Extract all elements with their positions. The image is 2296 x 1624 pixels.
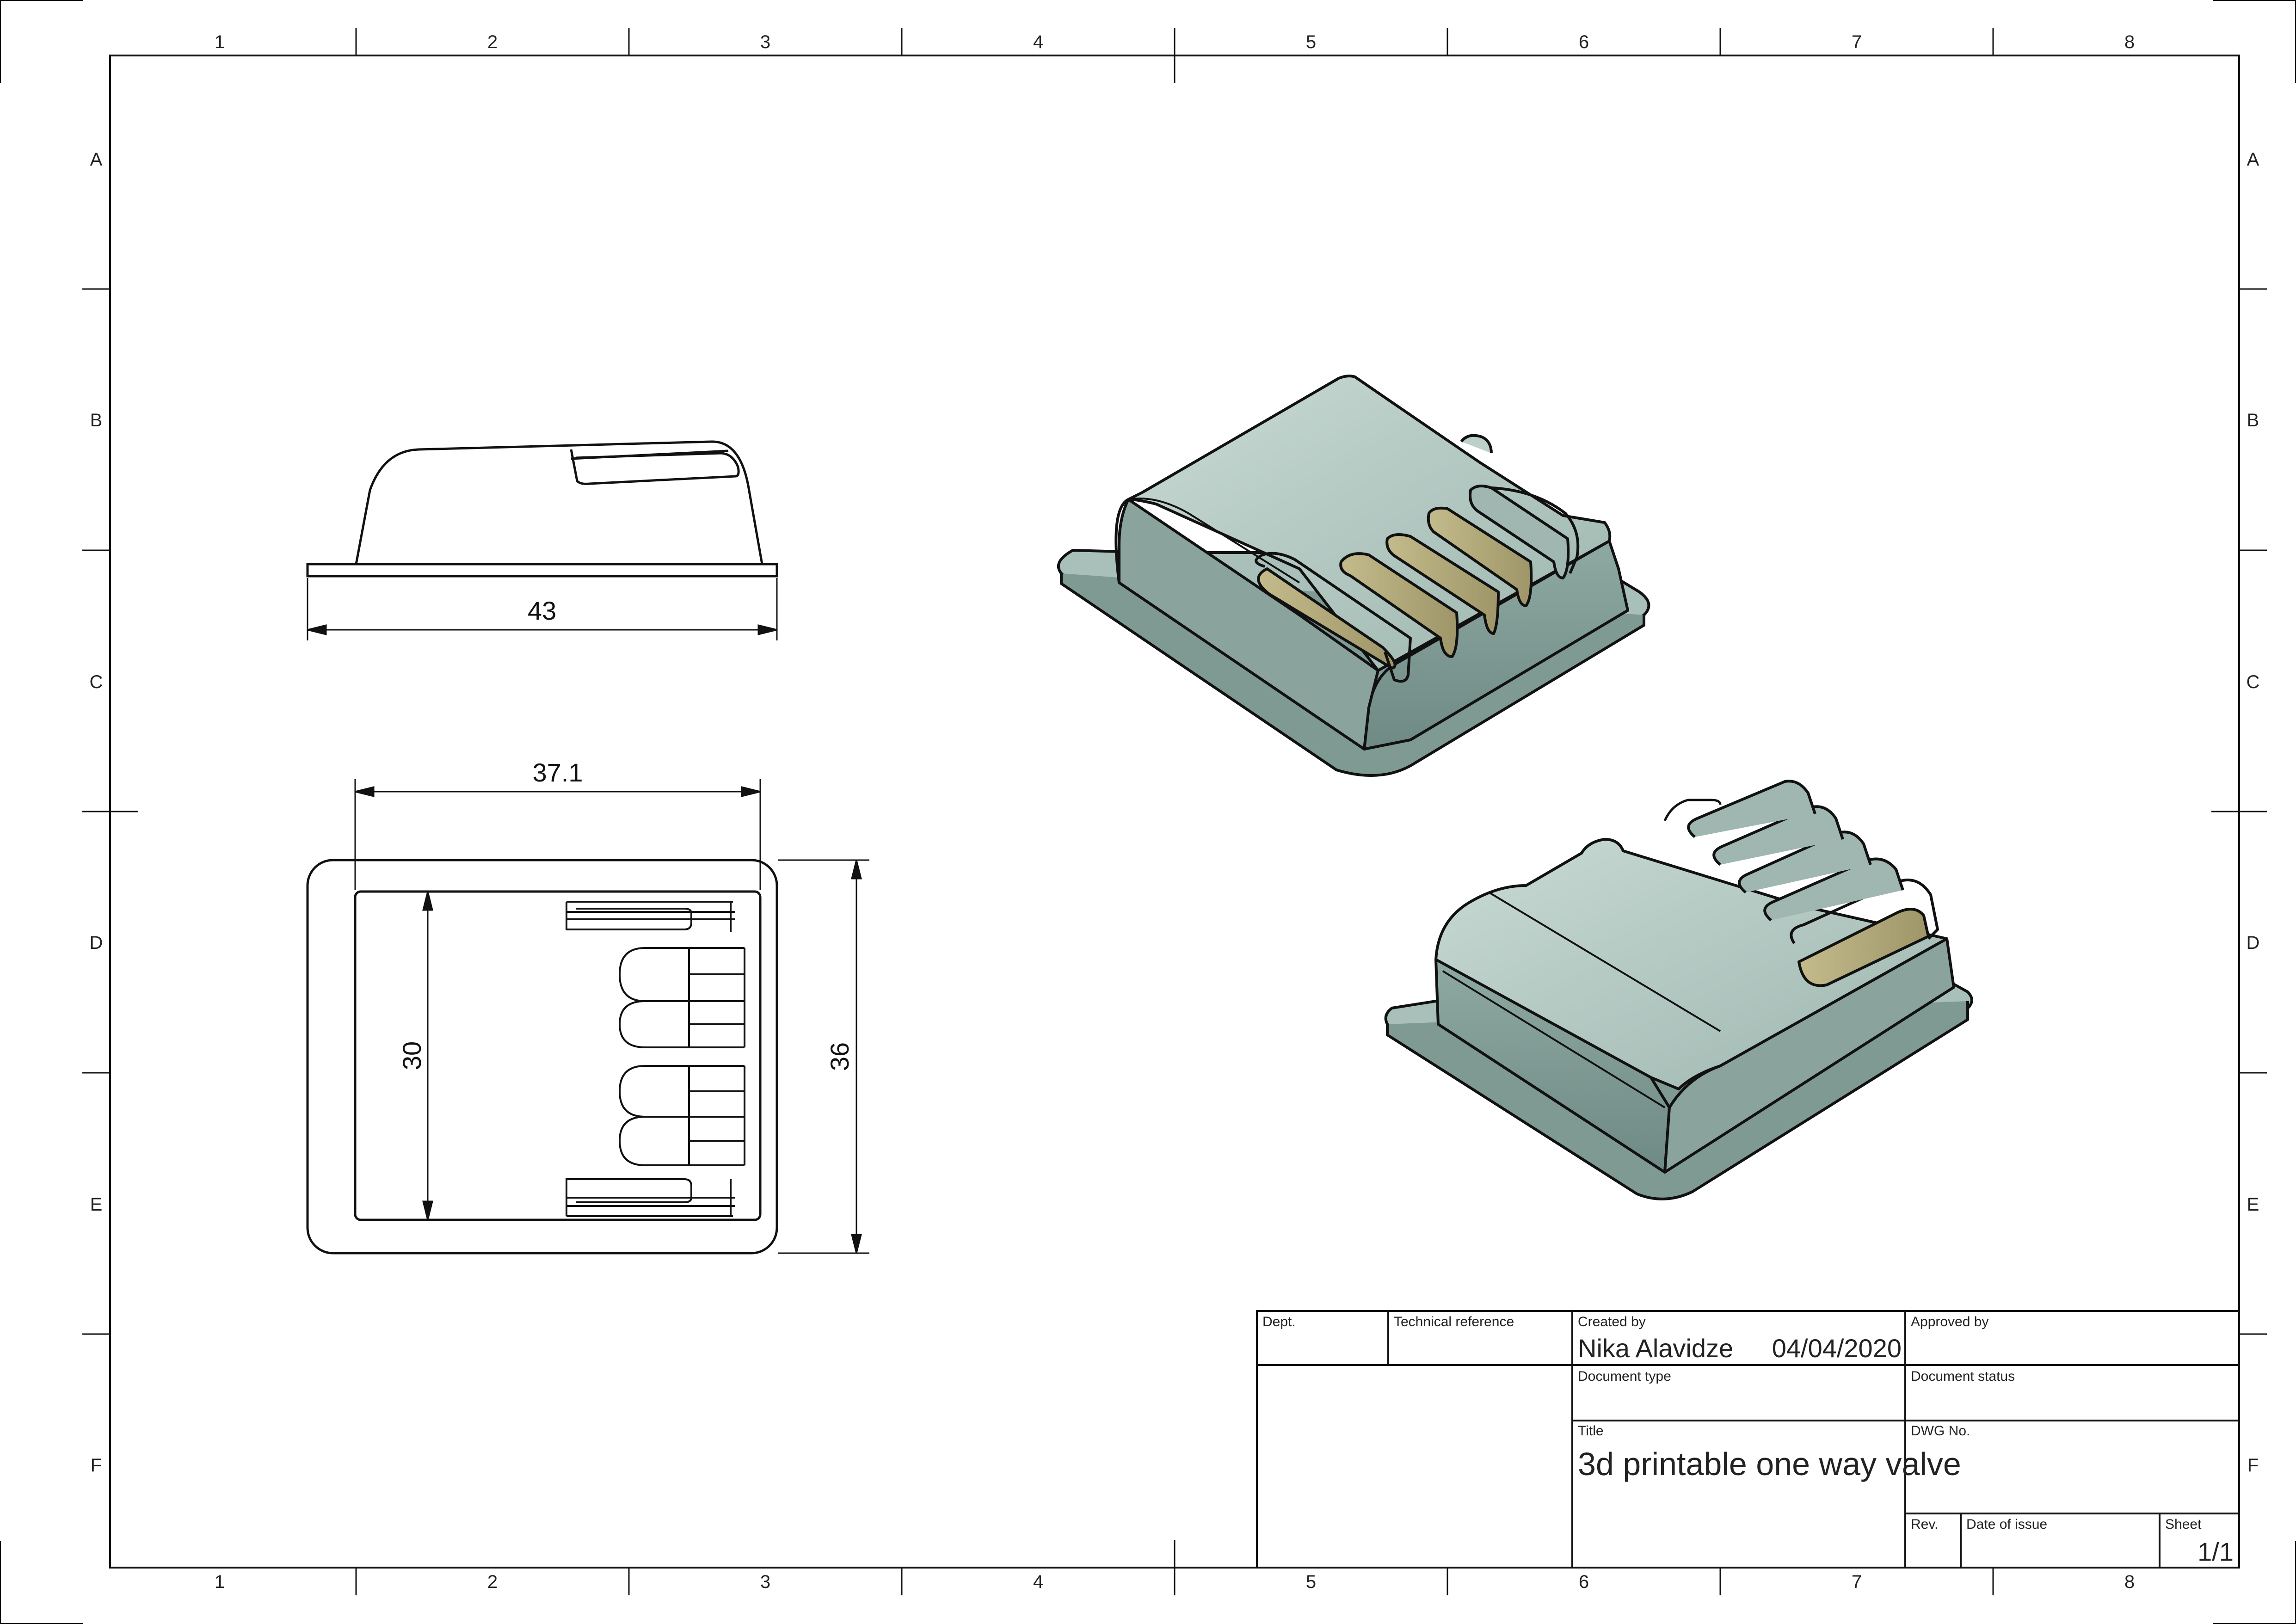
zone-row-f: F (91, 1455, 102, 1476)
drawing-frame (109, 55, 2240, 1569)
dwg-no-label: DWG No. (1911, 1423, 1970, 1439)
rev-label: Rev. (1911, 1517, 1938, 1532)
zone-labels-bottom: 1 2 3 4 5 6 7 8 (215, 1572, 2135, 1592)
title-block (1256, 1310, 2240, 1569)
dim-top-outer-height-label: 36 (825, 1042, 854, 1071)
zone-col-4: 4 (1033, 32, 1043, 52)
zone-row-e-right: E (2247, 1194, 2259, 1215)
dim-side-width-label: 43 (528, 596, 556, 625)
technical-reference-label: Technical reference (1394, 1314, 1514, 1329)
document-type-label: Document type (1578, 1369, 1671, 1384)
dimension-top-outer-height (778, 859, 869, 1254)
zone-col-3: 3 (760, 32, 770, 52)
date-of-issue-label: Date of issue (1966, 1517, 2047, 1532)
zone-col-2: 2 (487, 32, 498, 52)
zone-col-1-bottom: 1 (215, 1572, 225, 1592)
zone-labels-left: A B C D E F (90, 149, 103, 1476)
zone-row-c: C (90, 672, 103, 692)
zone-ticks (82, 28, 2267, 1595)
zone-row-d-right: D (2247, 933, 2260, 953)
zone-col-1: 1 (215, 32, 225, 52)
zone-row-e: E (90, 1194, 103, 1215)
top-view (306, 859, 778, 1255)
zone-col-4-bottom: 4 (1033, 1572, 1043, 1592)
zone-col-3-bottom: 3 (760, 1572, 770, 1592)
dimension-top-inner-height (422, 891, 433, 1220)
zone-col-2-bottom: 2 (487, 1572, 498, 1592)
isometric-view-upper (1057, 375, 1650, 777)
side-view (306, 440, 778, 578)
zone-labels-right: A B C D E F (2247, 149, 2260, 1476)
zone-col-8-bottom: 8 (2124, 1572, 2135, 1592)
zone-row-c-right: C (2247, 672, 2260, 692)
dim-top-inner-height-label: 30 (397, 1041, 426, 1070)
title-label: Title (1578, 1423, 1604, 1439)
zone-col-5-bottom: 5 (1306, 1572, 1316, 1592)
zone-row-a-right: A (2247, 149, 2259, 170)
sheet-label: Sheet (2165, 1517, 2202, 1532)
dim-top-inner-width-label: 37.1 (533, 758, 583, 787)
document-status-label: Document status (1911, 1369, 2015, 1384)
isometric-view-lower (1384, 780, 1973, 1200)
created-date: 04/04/2020 (1772, 1334, 1902, 1363)
approved-by-label: Approved by (1911, 1314, 1988, 1329)
created-by-label: Created by (1578, 1314, 1646, 1329)
created-by-value: Nika Alavidze (1578, 1334, 1733, 1363)
zone-col-6-bottom: 6 (1579, 1572, 1589, 1592)
zone-row-b: B (90, 410, 103, 431)
zone-labels-top: 1 2 3 4 5 6 7 8 (215, 32, 2135, 52)
zone-row-a: A (90, 149, 103, 170)
zone-row-d: D (90, 933, 103, 953)
zone-row-f-right: F (2247, 1455, 2259, 1476)
zone-col-7-bottom: 7 (1852, 1572, 1862, 1592)
zone-col-6: 6 (1579, 32, 1589, 52)
zone-col-7: 7 (1852, 32, 1862, 52)
zone-col-5: 5 (1306, 32, 1316, 52)
zone-row-b-right: B (2247, 410, 2259, 431)
dimension-top-inner-width (354, 779, 761, 890)
drawing-title: 3d printable one way valve (1578, 1446, 1961, 1482)
dimension-side-width (307, 578, 778, 640)
sheet-value: 1/1 (2198, 1537, 2234, 1566)
zone-col-8: 8 (2124, 32, 2135, 52)
dept-label: Dept. (1262, 1314, 1296, 1329)
